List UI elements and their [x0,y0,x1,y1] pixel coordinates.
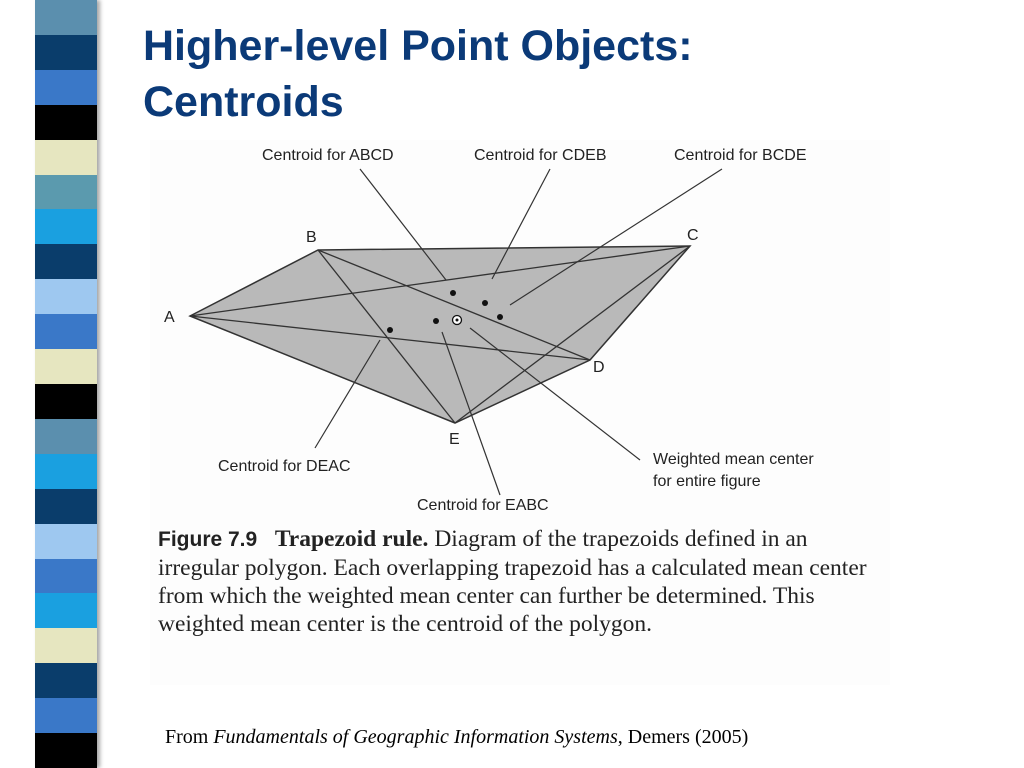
stripe-band [35,663,97,699]
source-credit: From Fundamentals of Geographic Informat… [165,726,1005,749]
trapezoid-edges [189,245,691,424]
leader-weighted [469,327,641,461]
trapezoid-diagram: B C A D E Centroid for ABCD Centroid for… [164,147,814,514]
leader-abcd [359,168,447,281]
polygon-abcde [188,245,692,424]
callout-abcd-label: Centroid for ABCD [262,147,394,164]
centroid-points [387,290,503,333]
callout-labels: Centroid for ABCD Centroid for CDEB Cent… [218,147,814,514]
stripe-band [35,279,97,315]
stripe-band [35,209,97,245]
stripe-band [35,733,97,768]
decorative-stripe [35,0,97,768]
callout-leaders [314,168,723,496]
edge-be [317,249,456,424]
callout-weighted-line-2: for entire figure [653,473,761,490]
centroid-eabc-dot [433,318,439,324]
vertex-c-label: C [687,227,699,244]
stripe-band [35,69,97,106]
title-line-2: Centroids [143,78,344,126]
centroid-cdeb-dot [482,300,488,306]
figure-title: Trapezoid rule. [274,526,429,552]
figure-caption-text: Diagram of the trapezoids defined in an … [158,526,867,637]
vertex-b-label: B [306,229,317,246]
edge-bd [317,249,591,361]
edge-ce [454,245,691,424]
stripe-band [35,34,97,71]
stripe-band [35,698,97,734]
vertex-a-label: A [164,309,175,326]
weighted-mean-center-marker [451,314,463,326]
stripe-band [35,104,97,141]
callout-deac-label: Centroid for DEAC [218,458,351,475]
callout-bcde-label: Centroid for BCDE [674,147,807,164]
slide-title: Higher-level Point Objects: Centroids [143,18,963,130]
centroid-deac-dot [387,327,393,333]
figure-number: Figure 7.9 [158,528,258,551]
centroid-bcde-dot [497,314,503,320]
leader-cdeb [491,168,551,280]
stripe-band [35,139,97,176]
stripe-band [35,593,97,629]
stripe-band [35,523,97,560]
credit-prefix: From [165,726,209,748]
figure-caption: Figure 7.9 Trapezoid rule. Diagram of th… [158,525,888,638]
stripe-band [35,418,97,455]
stripe-band [35,314,97,350]
stripe-band [35,453,97,490]
callout-cdeb-label: Centroid for CDEB [474,147,607,164]
leader-deac [314,339,381,449]
credit-book-title: Fundamentals of Geographic Information S… [213,726,618,748]
stripe-band [35,488,97,525]
stripe-band [35,349,97,385]
stripe-band [35,244,97,280]
stripe-band [35,558,97,594]
stripe-band [35,174,97,210]
textbook-figure: B C A D E Centroid for ABCD Centroid for… [150,140,890,685]
credit-suffix: , Demers (2005) [617,726,749,748]
edge-ac [189,245,691,317]
stripe-band [35,628,97,664]
vertex-d-label: D [593,359,605,376]
vertex-e-label: E [449,431,460,448]
leader-bcde [509,168,723,306]
centroid-abcd-dot [450,290,456,296]
stripe-band [35,384,97,420]
stripe-band [35,0,97,36]
title-line-1: Higher-level Point Objects: [143,22,693,70]
callout-eabc-label: Centroid for EABC [417,497,549,514]
vertex-labels: B C A D E [164,227,699,448]
leader-eabc [441,331,501,496]
edge-ad [189,315,591,361]
callout-weighted-line-1: Weighted mean center [653,451,814,468]
